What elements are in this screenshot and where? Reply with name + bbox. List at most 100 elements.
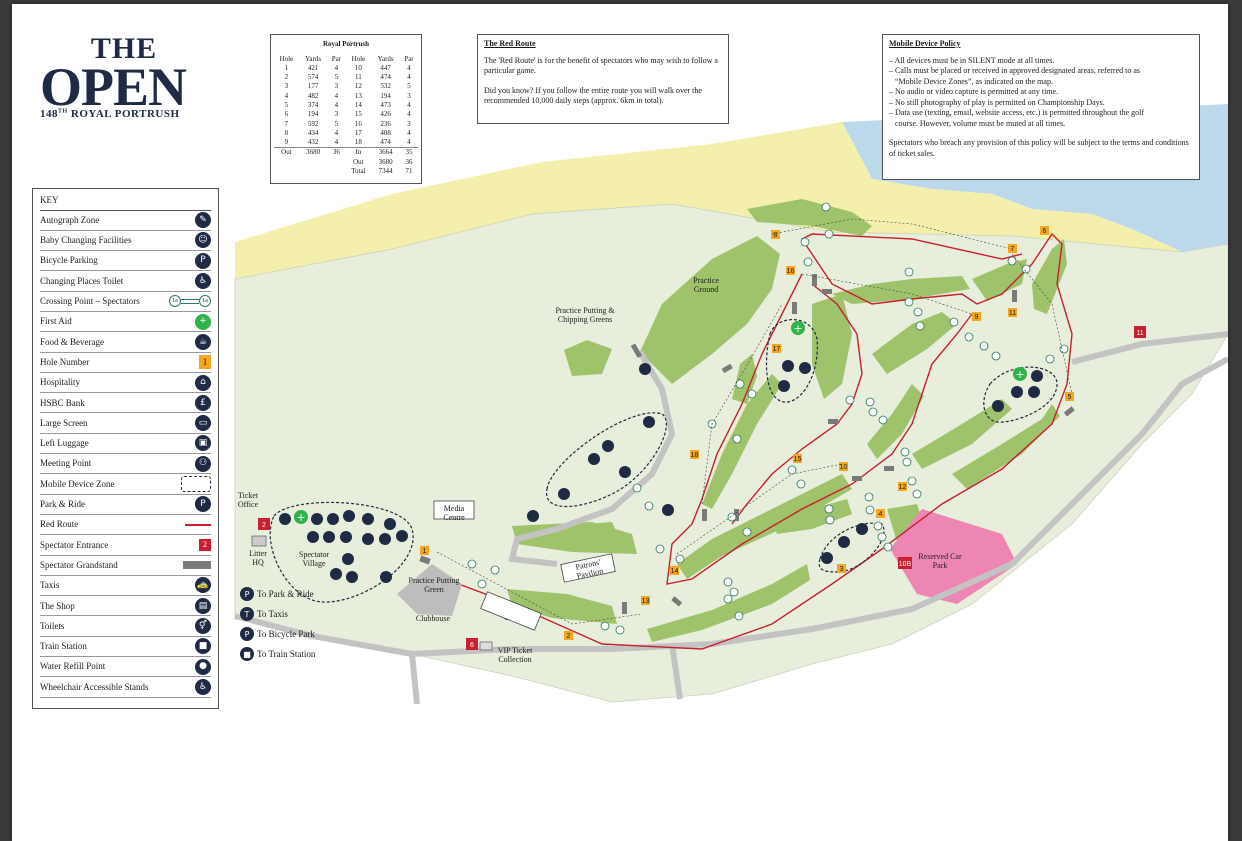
scorecard-cell: 7 [284, 119, 289, 128]
scorecard-cell: 3680 [298, 147, 328, 158]
key-item-label: HSBC Bank [40, 397, 85, 408]
scorecard-cell: 3 [407, 91, 411, 100]
media-centre-building [433, 500, 475, 520]
pen-icon: ✎ [195, 212, 211, 229]
key-item: Spectator Grandstand [40, 556, 211, 576]
key-item-label: Train Station [40, 641, 87, 652]
scorecard-cell: 3 [284, 82, 289, 91]
mobile-policy-title: Mobile Device Policy [889, 39, 961, 48]
scorecard-cell: 532 [380, 82, 391, 91]
red-route-title: The Red Route [484, 39, 536, 48]
beach [235, 122, 1182, 279]
svg-text:4: 4 [879, 511, 883, 518]
meeting-icon: ⚇ [195, 455, 211, 472]
mobile-policy-footer: Spectators who breach any provision of t… [889, 138, 1189, 158]
scorecard-cell: 2 [284, 73, 289, 82]
scorecard-header: Par [404, 54, 414, 63]
entrance-markers: 2 6 10B 11 [258, 326, 1146, 650]
hole-markers: 1 2 3 4 5 6 7 8 9 10 11 12 13 14 15 16 1… [420, 226, 1074, 640]
wheelchair-icon: ♿ [195, 678, 211, 695]
direction-label: To Bicycle Park [257, 629, 315, 639]
water-icon: ● [195, 658, 211, 675]
bank-icon: £ [195, 394, 211, 411]
crossing-points [467, 202, 1069, 635]
scorecard-cell: 5 [334, 73, 339, 82]
scorecard-cell: 3 [334, 82, 339, 91]
scorecard-cell: In [345, 147, 372, 158]
scorecard-cell [274, 167, 299, 176]
park-ride-icon: P [240, 587, 254, 601]
svg-text:6: 6 [1043, 228, 1047, 235]
scorecard-cell: 8 [284, 128, 289, 137]
scorecard-cell: 6 [284, 110, 289, 119]
park-ride-icon: P [195, 496, 211, 513]
key-item-label: Hospitality [40, 377, 80, 388]
scorecard-cell: 474 [380, 73, 391, 82]
label-media-centre: Media Centre [443, 504, 465, 522]
svg-text:12: 12 [899, 484, 907, 491]
scorecard-cell: 17 [354, 128, 362, 137]
scorecard-cell [299, 167, 328, 176]
toilet-icon: ♿ [195, 273, 211, 290]
scorecard-cell: 4 [334, 100, 339, 109]
key-item-label: Meeting Point [40, 458, 92, 469]
svg-text:7: 7 [1011, 246, 1015, 253]
logo-open: OPEN [40, 57, 187, 117]
taxi-icon: 🚕 [195, 577, 211, 594]
hole-number-icon: 1 [199, 355, 211, 370]
key-item: Large Screen▭ [40, 413, 211, 434]
scorecard-cell: 16 [354, 119, 362, 128]
scorecard-cell: 474 [380, 138, 391, 147]
scorecard-cell: 421 [307, 63, 319, 72]
scorecard-cell: 482 [307, 91, 319, 100]
scorecard-cell: 15 [354, 110, 362, 119]
label-clubhouse: Clubhouse [415, 614, 451, 623]
key-item: Train Station■ [40, 637, 211, 658]
logo-the: THE [90, 32, 158, 65]
scorecard-cell: 14 [354, 100, 362, 109]
scorecard-cell: 574 [307, 73, 319, 82]
scorecard-cell: 4 [334, 138, 339, 147]
vip-ticket-building [479, 641, 493, 651]
key-item-label: Crossing Point – Spectators [40, 296, 140, 307]
direction-label: To Park & Ride [257, 589, 314, 599]
amenity-markers [279, 360, 1043, 620]
key-item-label: Toilets [40, 620, 65, 631]
label-spectator-village: Spectator Village [298, 550, 330, 568]
scorecard-cell: 4 [407, 138, 411, 147]
svg-text:11: 11 [1136, 330, 1143, 337]
key-item: Baby Changing Facilities☺ [40, 231, 211, 252]
scorecard-cell [274, 158, 299, 167]
mobile-device-policy: Mobile Device Policy – All devices must … [882, 34, 1200, 180]
scorecard-header: Par [331, 54, 342, 63]
scorecard-cell: 4 [407, 63, 411, 72]
scorecard-cell [299, 158, 328, 167]
label-litter-hq: Litter HQ [249, 549, 267, 567]
map-key: KEY Autograph Zone✎Baby Changing Facilit… [32, 188, 219, 709]
hospitality-building [480, 591, 542, 631]
scorecard-cell: 5 [334, 119, 339, 128]
mobile-policy-item: “Mobile Device Zones”, as indicated on t… [889, 76, 1053, 86]
scorecard-cell: Out [274, 147, 299, 158]
key-item: Changing Places Toilet♿ [40, 271, 211, 292]
scorecard-cell: 374 [307, 100, 319, 109]
scorecard-cell: 13 [354, 91, 362, 100]
grandstand-icon [183, 561, 211, 570]
svg-text:14: 14 [671, 568, 679, 575]
scorecard-cell: 432 [307, 138, 319, 147]
scorecard-cell: 434 [307, 128, 319, 137]
key-items: Autograph Zone✎Baby Changing Facilities☺… [40, 211, 211, 698]
course-map-page: + + + [12, 4, 1228, 841]
key-item: HSBC Bank £ [40, 393, 211, 414]
red-route-icon [185, 523, 211, 526]
